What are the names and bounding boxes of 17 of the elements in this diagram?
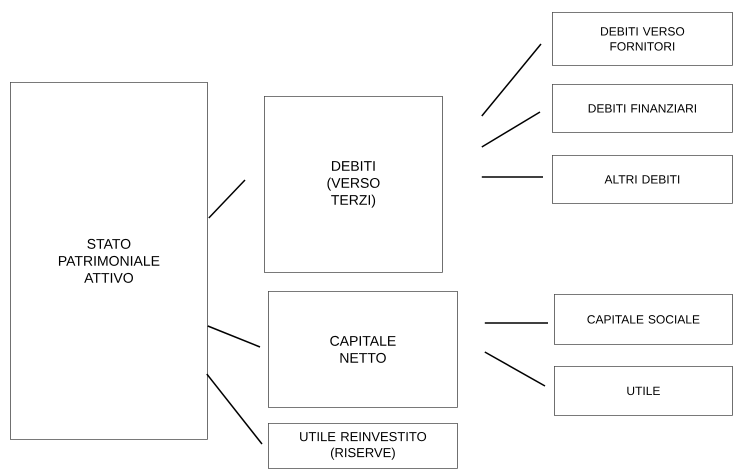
text-box: STATO PATRIMONIALE ATTIVO (10, 82, 208, 440)
connector-line (206, 374, 263, 444)
connector-line (482, 176, 543, 178)
text-box: DEBITI (VERSO TERZI) (264, 96, 443, 273)
connector-line (208, 325, 260, 348)
connector-line (208, 179, 246, 219)
text-box: CAPITALE NETTO (268, 291, 458, 408)
text-box: CAPITALE SOCIALE (554, 294, 733, 345)
connector-line (481, 111, 540, 148)
connector-line (484, 351, 546, 387)
connector-line (481, 44, 542, 116)
text-box: UTILE REINVESTITO (RISERVE) (268, 423, 458, 469)
text-box: UTILE (554, 366, 733, 416)
text-box: DEBITI VERSO FORNITORI (552, 12, 733, 66)
text-box: ALTRI DEBITI (552, 155, 733, 204)
connector-line (484, 322, 548, 324)
text-box: DEBITI FINANZIARI (552, 84, 733, 133)
